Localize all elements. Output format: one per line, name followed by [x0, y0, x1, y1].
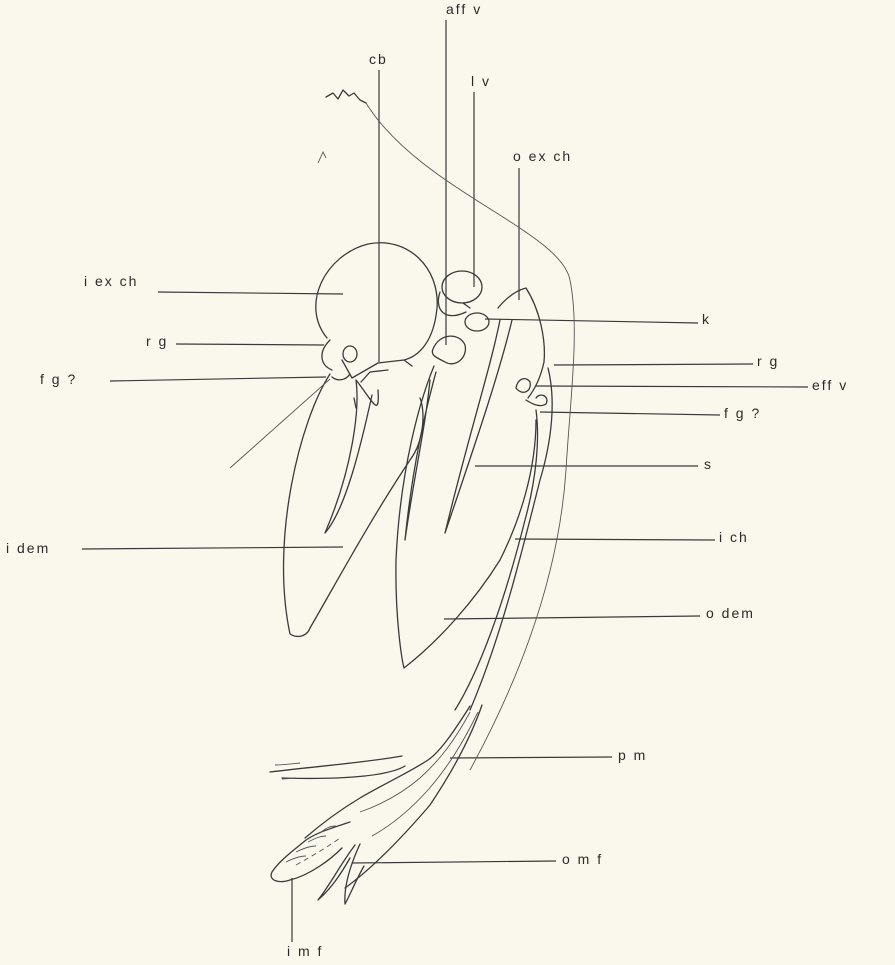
label-fg-left: f g ?	[40, 372, 77, 386]
leader-i-ch	[515, 539, 715, 540]
i-ex-ch-oval	[316, 243, 437, 360]
leader-omf	[352, 861, 556, 863]
label-rg-right: r g	[757, 354, 779, 368]
label-pm: p m	[618, 748, 647, 762]
leader-fg-left	[110, 377, 326, 381]
leader-o-dem	[444, 616, 700, 619]
eff-v-node	[516, 379, 530, 393]
left-fg-node	[343, 346, 357, 362]
cb-ridge	[322, 340, 412, 378]
leader-i-ex-ch	[158, 292, 343, 294]
gill-outline	[230, 90, 574, 904]
label-imf: i m f	[287, 944, 323, 958]
left-fg-foot	[332, 374, 350, 380]
small-mark	[318, 152, 326, 163]
omf-claw-right	[345, 844, 364, 904]
label-rg-left: r g	[146, 334, 168, 348]
label-fg-right: f g ?	[724, 406, 761, 420]
i-ch-band-inner	[455, 410, 538, 710]
label-s: s	[704, 457, 713, 471]
squiggle-edge	[326, 90, 366, 103]
o-ex-ch-lamella	[498, 288, 544, 398]
right-skeletal-rod	[445, 320, 512, 533]
leader-k	[485, 319, 698, 323]
lv-vessel	[442, 271, 482, 303]
stalk-inner-1	[360, 712, 470, 812]
leader-fg-right	[540, 412, 720, 415]
label-cb: cb	[369, 52, 388, 66]
frill-outer	[271, 822, 350, 882]
label-aff-v: aff v	[446, 2, 482, 16]
label-eff-v: eff v	[812, 378, 848, 392]
label-k: k	[702, 312, 711, 326]
lv-junction	[438, 292, 470, 316]
label-i-dem: i dem	[6, 541, 50, 555]
label-i-ch: i ch	[719, 530, 749, 544]
leader-lines	[82, 20, 808, 942]
stalk-right	[345, 705, 482, 888]
label-lv: l v	[471, 74, 491, 88]
pm-dash-top	[275, 763, 300, 765]
pm-branch-bottom	[282, 766, 405, 778]
leader-rg-left	[176, 344, 324, 345]
left-skeletal-rod	[325, 380, 378, 533]
leader-rg-right	[554, 364, 753, 365]
label-o-dem: o dem	[706, 606, 755, 620]
label-omf: o m f	[562, 852, 603, 866]
leader-i-dem	[82, 547, 343, 549]
label-o-ex-ch: o ex ch	[513, 149, 572, 163]
o-dem-lamella	[396, 366, 536, 668]
k-vessel	[465, 313, 489, 331]
middle-filament-rod	[405, 372, 436, 540]
leader-eff-v	[535, 386, 808, 387]
aff-v-vessel	[432, 336, 465, 364]
frill-scallops	[286, 826, 336, 862]
label-i-ex-ch: i ex ch	[84, 274, 138, 288]
left-diagonal	[230, 379, 330, 468]
stalk-inner-2	[372, 712, 478, 836]
leader-pm	[450, 757, 612, 758]
i-dem-lamella	[284, 374, 423, 636]
